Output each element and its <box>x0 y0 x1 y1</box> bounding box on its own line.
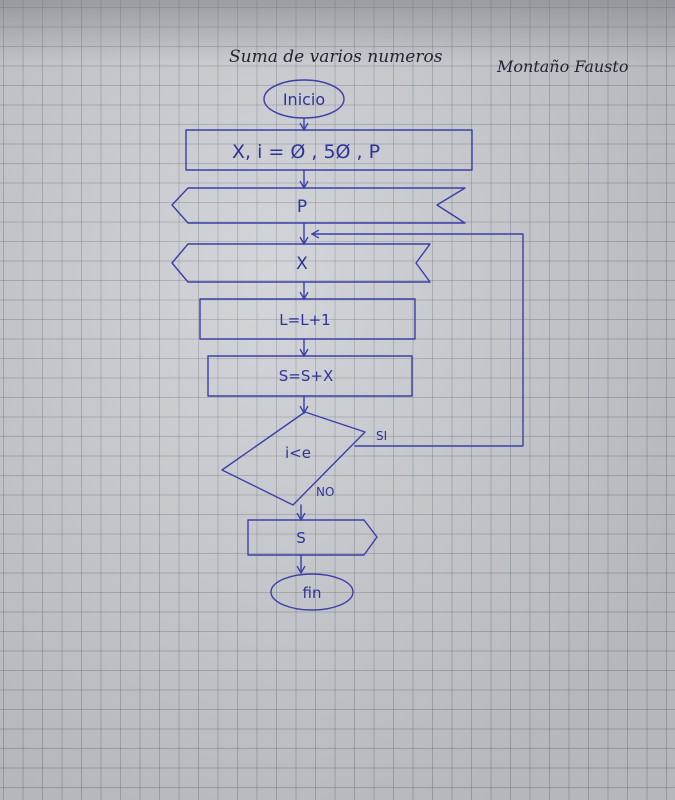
branch-yes-label: SI <box>376 429 387 443</box>
branch-no-label: NO <box>316 485 334 499</box>
paper-shadow <box>0 0 675 62</box>
condition-diamond <box>221 411 366 506</box>
start-label: Inicio <box>283 90 325 109</box>
author-name: Montaño Fausto <box>496 57 628 76</box>
init-process-box <box>185 129 473 171</box>
accumulate-label: S=S+X <box>279 367 333 385</box>
accumulate-process-box <box>207 355 413 397</box>
init-label: X, i = Ø , 5Ø , P <box>232 141 380 163</box>
input-p-label: P <box>297 197 307 217</box>
output-shape <box>247 519 378 556</box>
condition-label: i<e <box>285 444 311 462</box>
increment-process-box <box>199 298 416 340</box>
loop-back-arrow <box>310 229 524 447</box>
input-x-shape <box>171 243 431 283</box>
output-label: S <box>296 529 306 547</box>
input-p-shape <box>171 187 466 224</box>
end-label: fin <box>303 584 322 602</box>
increment-label: L=L+1 <box>279 311 330 329</box>
end-terminal <box>270 573 354 611</box>
input-x-label: X <box>296 254 308 274</box>
page-title: Suma de varios numeros <box>229 47 443 67</box>
